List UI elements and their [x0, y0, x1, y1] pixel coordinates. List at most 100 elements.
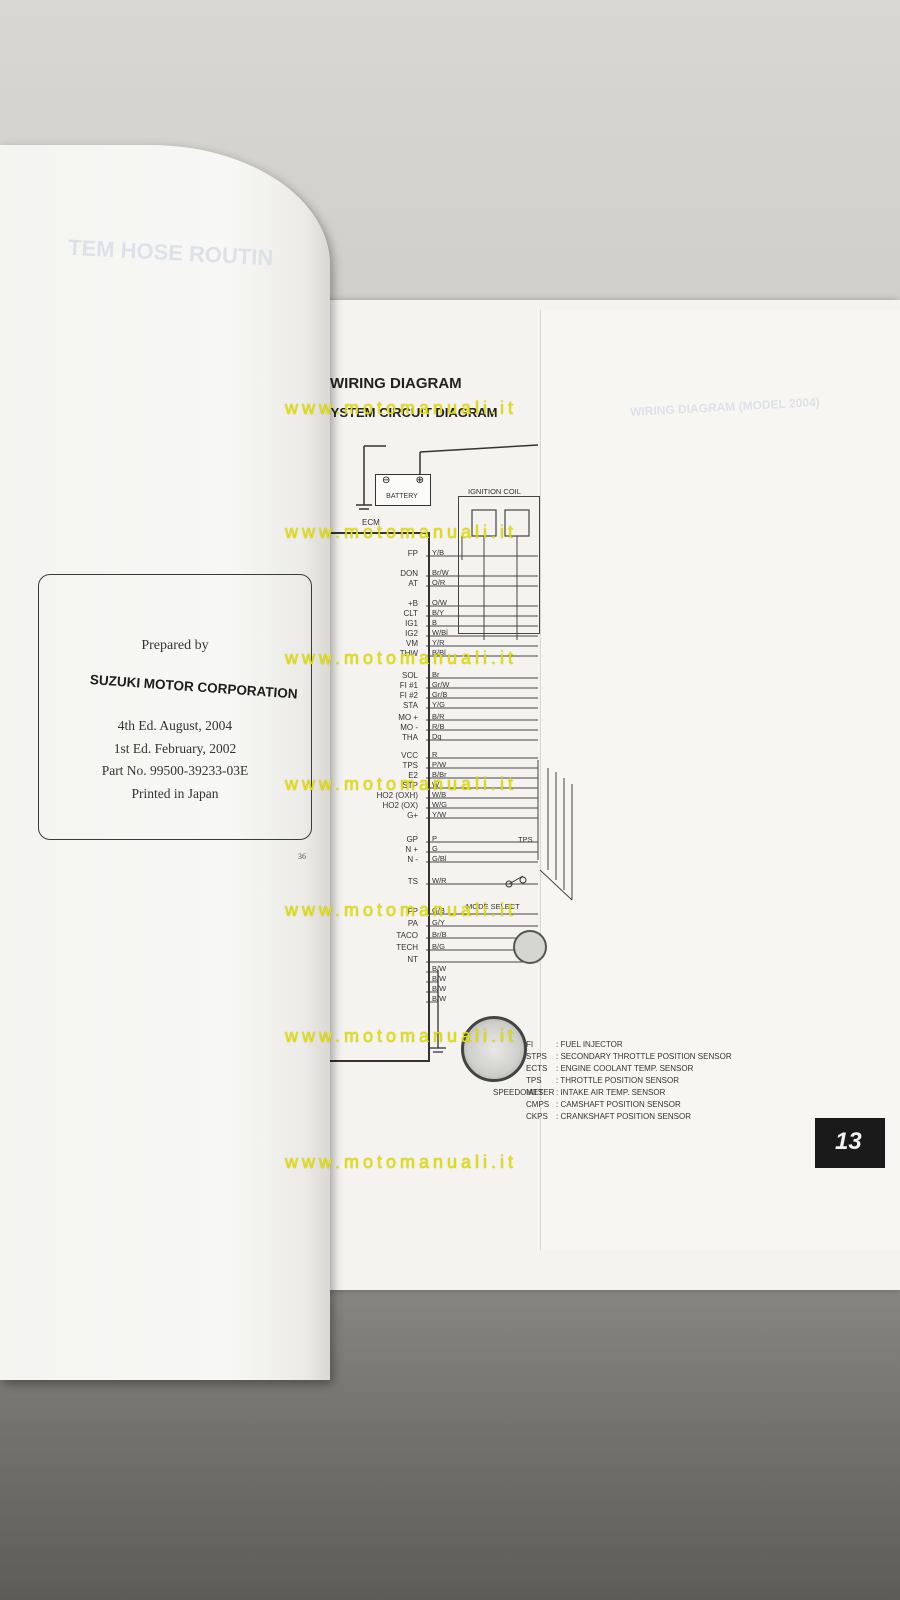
ecm-terminal-name: MO -	[400, 723, 418, 732]
ecm-terminal-name: IG2	[405, 629, 418, 638]
wire-color-code: B/W	[432, 964, 447, 973]
wire-color-code: Y/R	[432, 638, 445, 647]
wire-color-code: O/R	[432, 578, 446, 587]
ecm-terminal-name: +B	[407, 599, 418, 608]
ecm-terminal-name: FP	[407, 907, 418, 916]
legend-abbr: TPS	[526, 1076, 542, 1085]
sensor-connector	[513, 930, 547, 964]
wire-color-code: Br	[432, 670, 440, 679]
watermark-2: www.motomanuali.it	[285, 522, 518, 542]
watermark-6: www.motomanuali.it	[285, 1026, 518, 1046]
legend-row: TPS : THROTTLE POSITION SENSOR	[526, 1076, 679, 1085]
wire-color-code: B/Br	[432, 770, 447, 779]
legend-abbr: IATS	[526, 1088, 544, 1097]
diagram-subtitle: SYSTEM CIRCUIT DIAGRAM	[322, 405, 498, 420]
wire-color-code: R/B	[432, 722, 445, 731]
ecm-terminal-name: VM	[406, 639, 418, 648]
ecm-terminal-name: MO +	[398, 713, 418, 722]
wire-color-code: Gr/B	[432, 690, 448, 699]
wire-color-code: Br/W	[432, 568, 449, 577]
wire-color-code: Dg	[432, 732, 442, 741]
speedometer-label: SPEEDOMETER	[493, 1088, 555, 1097]
ecm-terminal-name: E2	[408, 771, 418, 780]
ignition-coil-label: IGNITION COIL	[468, 487, 521, 496]
speedometer-gauge-icon	[461, 1016, 527, 1082]
wire-color-code: G/Y	[432, 918, 445, 927]
ecm-terminal-name: IG1	[405, 619, 418, 628]
wire-color-code: P	[432, 834, 438, 843]
wire-color-code: W/B	[432, 790, 447, 799]
ignition-coil-box	[458, 496, 540, 634]
watermark-4: www.motomanuali.it	[285, 774, 518, 794]
legend-row: ECTS : ENGINE COOLANT TEMP. SENSOR	[526, 1064, 693, 1073]
imprint-box	[38, 574, 312, 840]
diagram-title: WIRING DIAGRAM	[330, 375, 462, 392]
wire-color-code: Y/B	[432, 548, 445, 557]
watermark-5: www.motomanuali.it	[285, 900, 518, 920]
legend-abbr: FI	[526, 1040, 534, 1049]
wire-color-code: B/Bl	[432, 648, 446, 657]
wire-color-code: G	[432, 844, 438, 853]
ecm-terminal-name: STA	[403, 701, 418, 710]
mode-select-label: MODE SELECT	[466, 902, 520, 911]
legend-desc: : SECONDARY THROTTLE POSITION SENSOR	[556, 1052, 732, 1061]
ecm-terminal-name: SOL	[401, 671, 418, 680]
wire-color-code: B/Y	[432, 608, 445, 617]
ecm-terminal-name: AT	[408, 579, 418, 588]
legend-desc: : THROTTLE POSITION SENSOR	[556, 1076, 679, 1085]
wire-color-code: B/W	[432, 984, 447, 993]
wire-color-code: Gr/W	[432, 680, 450, 689]
wire-color-code: B/W	[432, 974, 447, 983]
battery-symbol: ⊖ ⊕	[375, 474, 431, 506]
legend-abbr: CKPS	[526, 1112, 548, 1121]
ecm-terminal-name: DON	[400, 569, 418, 578]
legend-desc: : CAMSHAFT POSITION SENSOR	[556, 1100, 681, 1109]
legend-desc: : ENGINE COOLANT TEMP. SENSOR	[556, 1064, 694, 1073]
page-number-badge: 13	[815, 1118, 885, 1168]
page-number: 13	[835, 1128, 862, 1155]
battery-plus-icon: ⊕	[415, 475, 424, 486]
wire-color-code: B/W	[432, 994, 447, 1003]
wire-color-code: G/Bl	[432, 854, 447, 863]
wire-color-code: Br/B	[432, 930, 447, 939]
ecm-terminal-name: NT	[407, 955, 418, 964]
edition-line-2: 1st Ed. February, 2002	[113, 741, 237, 756]
ecm-label: ECM	[362, 518, 380, 527]
legend-desc: : FUEL INJECTOR	[556, 1040, 623, 1049]
ecm-terminal-name: HO2 (OXH)	[376, 791, 418, 800]
ecm-terminal-name: TACO	[396, 931, 418, 940]
wire-color-code: P/W	[432, 760, 447, 769]
wire-color-code: W/G	[432, 800, 447, 809]
ecm-terminal-name: FI #1	[399, 681, 418, 690]
battery-label: BATTERY	[386, 493, 418, 500]
wire-color-code: Y/W	[432, 810, 447, 819]
part-number: Part No. 99500-39233-03E	[101, 763, 249, 778]
legend-abbr: STPS	[526, 1052, 547, 1061]
legend-row: CKPS: CRANKSHAFT POSITION SENSOR	[526, 1112, 691, 1121]
wire-color-code: B	[432, 618, 438, 627]
legend-row: FI : FUEL INJECTOR	[526, 1040, 623, 1049]
ecm-terminal-name: N +	[405, 845, 418, 854]
wire-color-code: O/W	[432, 598, 447, 607]
ecm-terminal-name: THA	[402, 733, 418, 742]
legend-abbr: ECTS	[526, 1064, 548, 1073]
ecm-terminal-name: TECH	[396, 943, 418, 952]
legend-row: CMPS : CAMSHAFT POSITION SENSOR	[526, 1100, 681, 1109]
legend-abbr: CMPS	[526, 1100, 550, 1109]
ecm-terminal-name: VCC	[401, 751, 418, 760]
ecm-terminal-name: PA	[407, 919, 418, 928]
left-page-number: 36	[298, 852, 306, 861]
ecm-terminal-name: FP	[407, 549, 418, 558]
legend-row: STPS : SECONDARY THROTTLE POSITION SENSOR	[526, 1052, 732, 1061]
wire-color-code: B/G	[432, 942, 445, 951]
legend-desc: : INTAKE AIR TEMP. SENSOR	[556, 1088, 666, 1097]
wire-color-code: B/R	[432, 712, 445, 721]
watermark-1: www.motomanuali.it	[285, 398, 518, 418]
wire-color-code: W	[432, 780, 440, 789]
wire-color-code: R	[432, 750, 438, 759]
ecm-terminal-name: THW	[399, 649, 418, 658]
wire-color-code: W/R	[432, 876, 447, 885]
wire-color-code: Y/G	[432, 700, 445, 709]
